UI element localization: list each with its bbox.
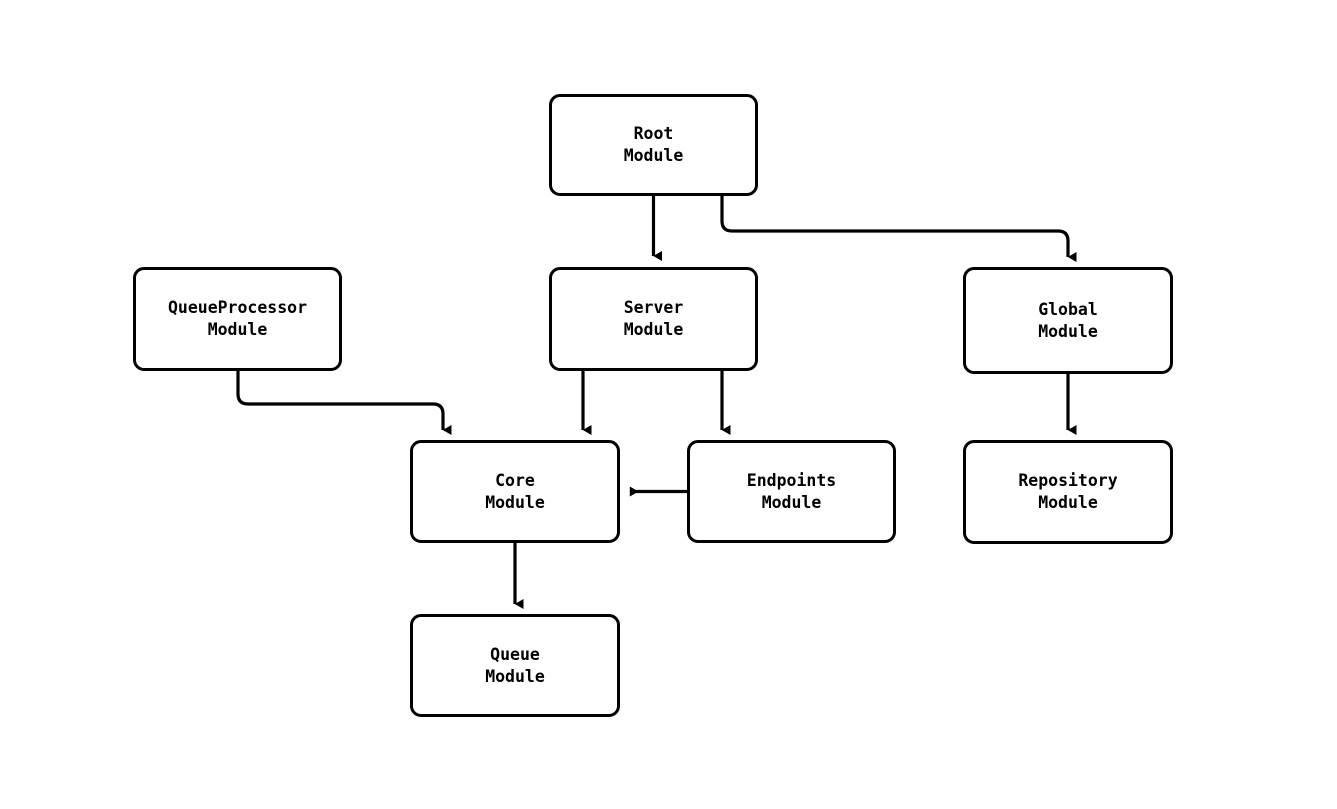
node-server-module[interactable]: Server Module [549,267,758,371]
node-queueprocessor-module-line2: Module [207,320,268,339]
node-endpoints-module-line2: Module [761,492,822,512]
node-queue-module-line2: Module [485,666,545,686]
node-root-module-line1: Root [633,124,674,143]
edge-root-to-global [720,196,1077,262]
node-queue-module[interactable]: Queue Module [410,614,620,717]
node-repository-module[interactable]: Repository Module [963,440,1173,544]
node-root-module-line2: Module [623,146,684,165]
node-global-module[interactable]: Global Module [963,267,1173,374]
node-endpoints-module-line1: Endpoints [746,470,837,490]
node-root-module[interactable]: Root Module [549,94,758,196]
node-core-module[interactable]: Core Module [410,440,620,543]
node-queueprocessor-module-line1: QueueProcessor [167,298,308,317]
node-server-module-line2: Module [623,320,684,339]
node-global-module-line2: Module [1038,321,1098,341]
node-repository-module-line2: Module [1038,493,1098,512]
node-core-module-line2: Module [485,492,545,512]
node-queueprocessor-module[interactable]: QueueProcessor Module [133,267,342,371]
node-queue-module-line1: Queue [490,644,540,664]
node-global-module-line1: Global [1038,299,1098,319]
node-core-module-line1: Core [495,470,535,490]
node-endpoints-module[interactable]: Endpoints Module [687,440,896,543]
node-server-module-line1: Server [623,298,684,317]
node-repository-module-line1: Repository [1018,471,1118,490]
edge-queueprocessor-to-core [236,371,452,435]
